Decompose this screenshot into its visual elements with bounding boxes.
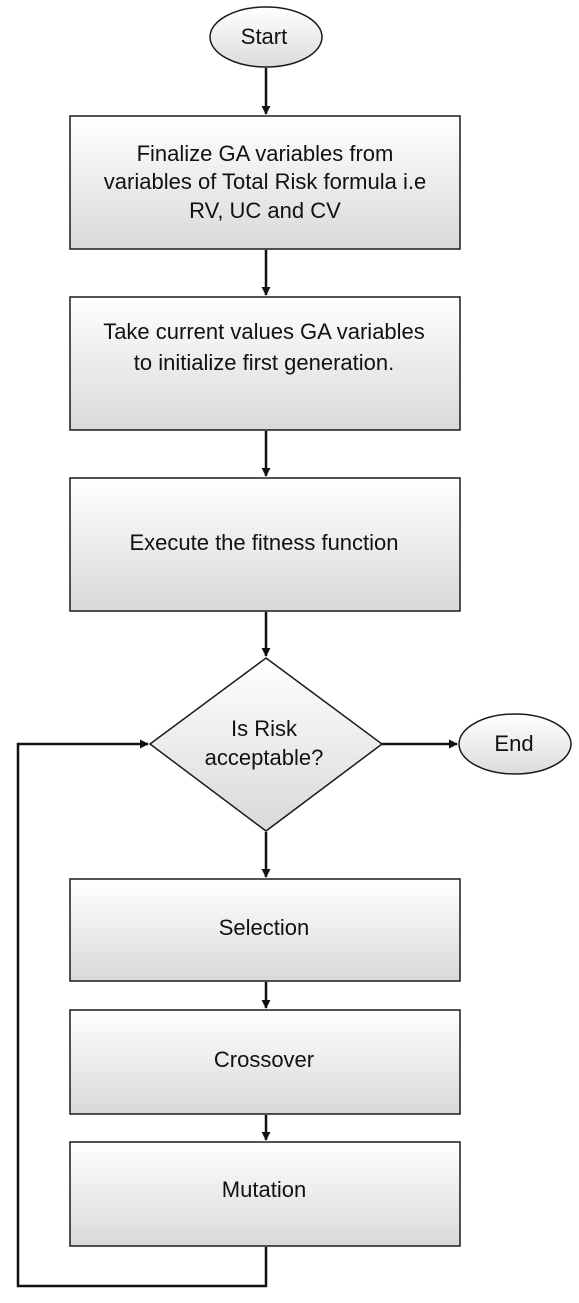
- initialize-step: Take current values GA variables to init…: [69, 296, 461, 431]
- selection-step: Selection: [69, 878, 461, 982]
- finalize-step: Finalize GA variables from variables of …: [69, 115, 461, 250]
- connector-loop-back-to-decision: [16, 739, 268, 1288]
- decision-line-2: acceptable?: [205, 745, 324, 770]
- selection-box: [69, 878, 461, 982]
- start-oval: [209, 6, 323, 68]
- initialize-line-2: to initialize first generation.: [134, 350, 394, 375]
- initialize-line-1: Take current values GA variables: [103, 319, 425, 344]
- finalize-line-3: RV, UC and CV: [189, 198, 341, 223]
- end-label: End: [494, 731, 533, 756]
- finalize-line-1: Finalize GA variables from: [137, 141, 394, 166]
- crossover-box: [69, 1009, 461, 1115]
- decision-diamond: [148, 657, 384, 832]
- end-node: End: [458, 713, 572, 775]
- execute-step: Execute the fitness function: [69, 477, 461, 612]
- crossover-label: Crossover: [214, 1047, 314, 1072]
- decision-line-1: Is Risk: [231, 716, 298, 741]
- start-label: Start: [241, 24, 287, 49]
- execute-box: [69, 477, 461, 612]
- end-oval: [458, 713, 572, 775]
- mutation-step: Mutation: [69, 1141, 461, 1247]
- execute-label: Execute the fitness function: [129, 530, 398, 555]
- crossover-step: Crossover: [69, 1009, 461, 1115]
- start-node: Start: [209, 6, 323, 68]
- initialize-box: [69, 296, 461, 431]
- mutation-box: [69, 1141, 461, 1247]
- finalize-line-2: variables of Total Risk formula i.e: [104, 169, 426, 194]
- connectors: [16, 68, 458, 1288]
- selection-label: Selection: [219, 915, 310, 940]
- mutation-label: Mutation: [222, 1177, 306, 1202]
- risk-decision: Is Risk acceptable?: [148, 657, 384, 832]
- finalize-box: [69, 115, 461, 250]
